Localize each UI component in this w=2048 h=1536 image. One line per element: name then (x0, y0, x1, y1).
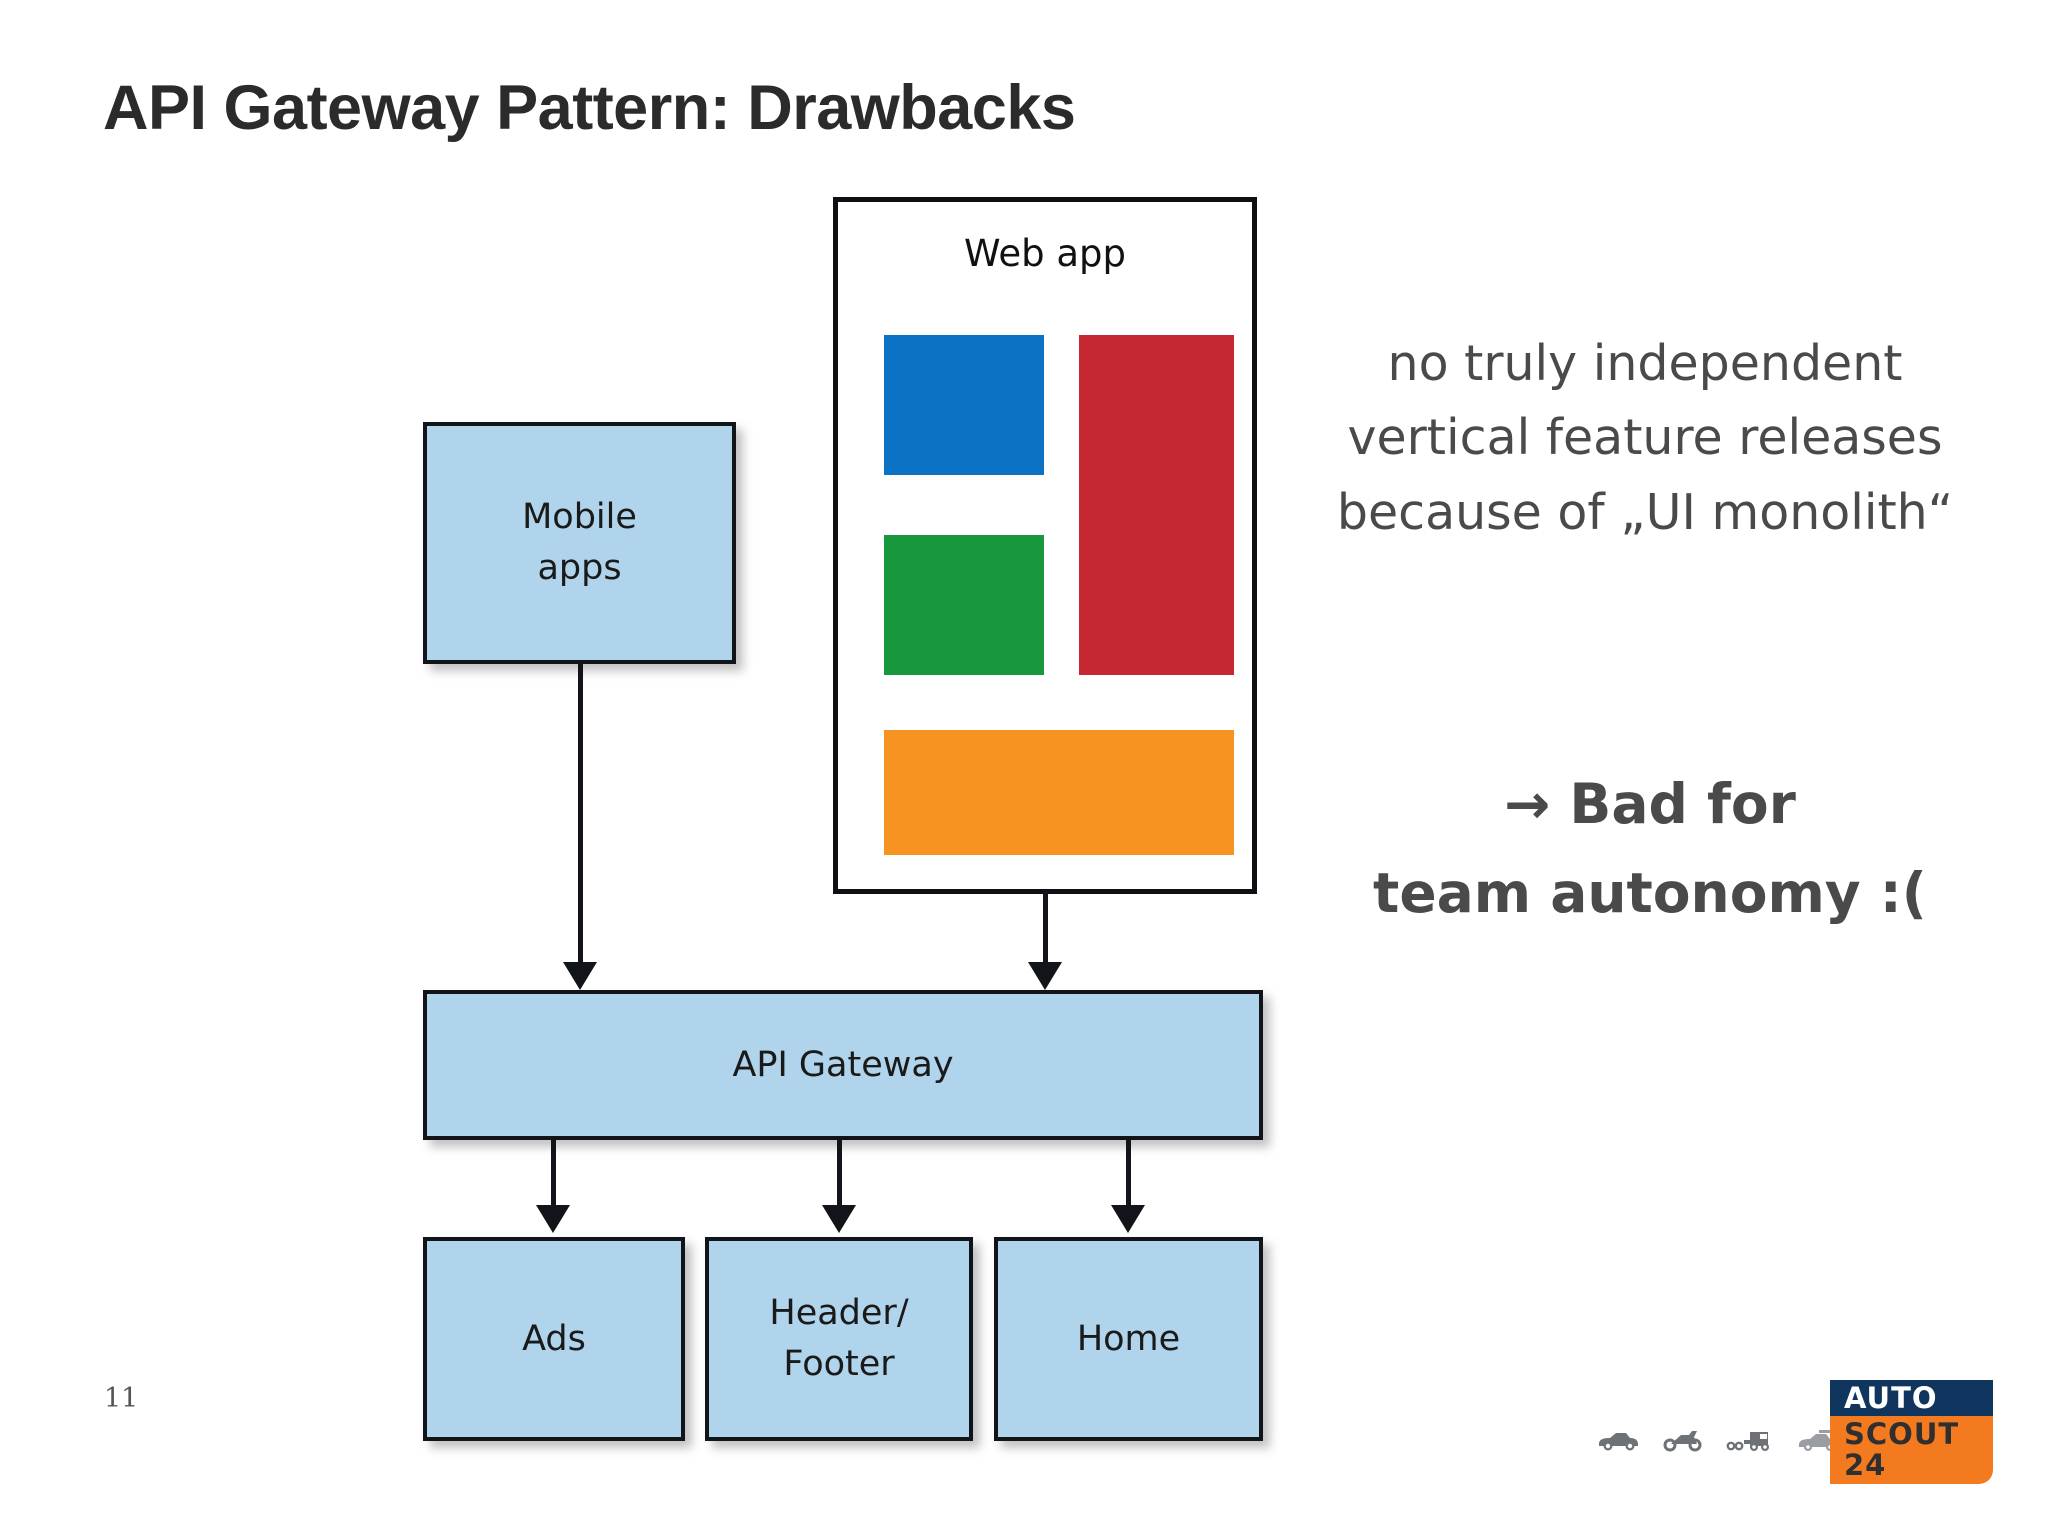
arrowhead-gateway-to-header-footer (822, 1205, 856, 1233)
connector-gateway-to-header-footer (837, 1140, 842, 1212)
conclusion-note: → Bad for team autonomy :( (1290, 760, 2010, 938)
conclusion-line-2: team autonomy :( (1373, 861, 1927, 926)
diagram-node-ads: Ads (423, 1237, 685, 1441)
logo-scout-text: SCOUT 24 (1830, 1416, 1993, 1485)
diagram-node-web-app: Web app (833, 197, 1257, 894)
car-icon (1596, 1428, 1640, 1452)
diagram-node-header-footer: Header/ Footer (705, 1237, 973, 1441)
conclusion-text-1: Bad for (1569, 772, 1796, 836)
mobile-apps-label-line2: apps (537, 548, 622, 588)
web-app-red-tile (1079, 335, 1234, 675)
motorcycle-icon (1661, 1428, 1705, 1452)
home-label: Home (1076, 1318, 1181, 1359)
truck-icon (1726, 1428, 1774, 1452)
arrowhead-webapp-to-gateway (1028, 962, 1062, 990)
mobile-apps-label-line1: Mobile (522, 497, 637, 538)
page-title: API Gateway Pattern: Drawbacks (103, 73, 1076, 143)
web-app-blue-tile (884, 335, 1044, 475)
drawback-note: no truly independent vertical feature re… (1290, 327, 2000, 550)
vehicle-icon-row (1596, 1428, 1841, 1452)
ads-label: Ads (522, 1318, 586, 1359)
api-gateway-label: API Gateway (732, 1044, 954, 1085)
arrow-right-icon: → (1504, 772, 1551, 836)
arrowhead-gateway-to-home (1111, 1205, 1145, 1233)
header-footer-label-line1: Header/ (769, 1293, 909, 1334)
arrowhead-mobile-to-gateway (563, 962, 597, 990)
diagram-node-home: Home (994, 1237, 1263, 1441)
page-number: 11 (104, 1383, 139, 1414)
web-app-label: Web app (963, 232, 1127, 275)
autoscout24-logo: AUTO SCOUT 24 (1830, 1380, 1993, 1485)
logo-auto-text: AUTO (1830, 1380, 1993, 1417)
header-footer-label-line2: Footer (783, 1344, 895, 1384)
connector-gateway-to-home (1126, 1140, 1131, 1212)
conclusion-line-1: → Bad for (1290, 760, 2010, 849)
note-line-2: vertical feature releases (1347, 409, 1943, 467)
connector-webapp-to-gateway (1043, 890, 1048, 970)
note-line-3: because of „UI monolith“ (1336, 483, 1954, 541)
web-app-orange-tile (884, 730, 1234, 855)
arrowhead-gateway-to-ads (536, 1205, 570, 1233)
diagram-node-mobile-apps: Mobile apps (423, 422, 736, 664)
connector-gateway-to-ads (551, 1140, 556, 1212)
connector-mobile-to-gateway (578, 660, 583, 970)
diagram-node-api-gateway: API Gateway (423, 990, 1263, 1140)
note-line-1: no truly independent (1387, 335, 1903, 392)
web-app-green-tile (884, 535, 1044, 675)
